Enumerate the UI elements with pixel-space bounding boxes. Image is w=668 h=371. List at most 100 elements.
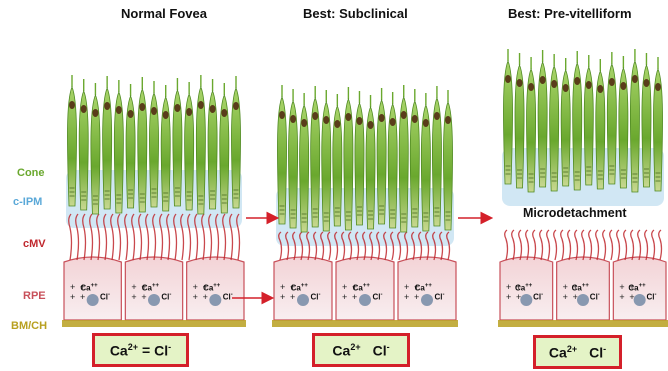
svg-text:+: + <box>506 282 511 292</box>
cone-cell <box>91 83 100 214</box>
cone-cell <box>231 76 240 208</box>
microvillus <box>610 230 613 260</box>
microvillus <box>589 230 592 260</box>
panel-title-subclinical: Best: Subclinical <box>303 6 408 21</box>
svg-text:+: + <box>203 292 208 302</box>
bruch-membrane <box>272 320 458 327</box>
svg-text:+: + <box>80 292 85 302</box>
cone-cell <box>185 82 194 210</box>
svg-text:+: + <box>352 292 357 302</box>
cell-ion-ca: Ca++ <box>415 283 432 293</box>
cell-ion-cl: Cl- <box>372 292 382 302</box>
cell-ion-ca: Ca++ <box>515 283 532 293</box>
microvillus <box>554 230 557 260</box>
microvillus <box>512 230 515 260</box>
cell-ion-cl: Cl- <box>310 292 320 302</box>
ion-eq: = <box>142 342 150 358</box>
svg-text:+: + <box>131 292 136 302</box>
cone-cell <box>173 78 182 206</box>
label-rpe: RPE <box>23 290 46 302</box>
svg-text:+: + <box>290 292 295 302</box>
svg-text:+: + <box>131 282 136 292</box>
microvillus <box>617 230 620 260</box>
cone-cell <box>196 75 205 214</box>
microvillus <box>547 230 550 260</box>
microvillus <box>645 230 648 260</box>
label-cipm: c-IPM <box>13 196 42 208</box>
cone-cell <box>421 93 430 231</box>
cone-cell <box>208 79 217 209</box>
microdetachment-label: Microdetachment <box>521 206 629 220</box>
cone-cell <box>67 75 76 206</box>
microvillus <box>561 230 564 260</box>
cone-cell <box>653 57 662 191</box>
cone-cell <box>515 53 524 188</box>
cone-cell <box>161 85 170 211</box>
ion-ca: Ca2+ <box>110 342 138 359</box>
cone-cell <box>503 49 512 184</box>
cone-cell <box>79 79 88 210</box>
cone-cell <box>399 85 408 232</box>
cell-ion-cl: Cl- <box>590 292 600 302</box>
microvillus <box>505 230 508 260</box>
cone-cell <box>619 56 628 188</box>
cone-cell <box>103 76 112 209</box>
svg-text:+: + <box>141 292 146 302</box>
svg-text:+: + <box>563 292 568 302</box>
rpe-nucleus <box>577 294 589 306</box>
ion-box-previtelliform: Ca2+ Cl- <box>533 335 622 369</box>
ion-cl: Cl- <box>373 342 390 359</box>
cone-cell <box>138 77 147 212</box>
cone-cell <box>573 51 582 190</box>
ion-cl: Cl- <box>154 342 171 359</box>
rpe-nucleus <box>87 294 99 306</box>
microvillus <box>526 230 529 260</box>
microvillus <box>533 230 536 260</box>
svg-text:+: + <box>70 292 75 302</box>
svg-text:+: + <box>280 292 285 302</box>
cell-ion-cl: Cl- <box>223 292 233 302</box>
cone-cell <box>630 49 639 192</box>
cone-cell <box>366 95 375 229</box>
rpe-nucleus <box>297 294 309 306</box>
cell-ion-cl: Cl- <box>533 292 543 302</box>
cone-cell <box>311 86 320 227</box>
bruch-membrane <box>498 320 668 327</box>
cone-cell <box>114 80 123 213</box>
ion-cl: Cl- <box>589 344 606 361</box>
bruch-membrane <box>62 320 246 327</box>
rpe-nucleus <box>209 294 221 306</box>
cone-cell <box>333 94 342 226</box>
cell-ion-ca: Ca++ <box>628 283 645 293</box>
cone-cell <box>538 50 547 187</box>
svg-text:+: + <box>414 292 419 302</box>
ion-ca: Ca2+ <box>549 344 577 361</box>
label-cone: Cone <box>17 167 45 179</box>
panel-title-previtelliform: Best: Pre-vitelliform <box>508 6 632 21</box>
microvillus <box>652 230 655 260</box>
microvillus <box>596 230 599 260</box>
cell-ion-ca: Ca++ <box>142 283 159 293</box>
microvillus <box>519 230 522 260</box>
cone-cell <box>410 89 419 227</box>
microvillus <box>624 230 627 260</box>
ion-box-normal: Ca2+ = Cl- <box>92 333 189 367</box>
cone-cell <box>126 84 135 208</box>
svg-text:+: + <box>506 292 511 302</box>
svg-text:+: + <box>193 282 198 292</box>
cell-ion-cl: Cl- <box>161 292 171 302</box>
svg-text:+: + <box>193 292 198 302</box>
svg-text:+: + <box>629 292 634 302</box>
cone-cell <box>432 86 441 226</box>
svg-text:+: + <box>619 282 624 292</box>
cone-cell <box>388 92 397 228</box>
cone-cell <box>584 55 593 185</box>
svg-text:+: + <box>573 292 578 302</box>
label-bmch: BM/CH <box>11 320 47 332</box>
panel-title-normal: Normal Fovea <box>121 6 207 21</box>
svg-text:+: + <box>516 292 521 302</box>
svg-text:+: + <box>342 282 347 292</box>
cell-ion-cl: Cl- <box>100 292 110 302</box>
cone-cell <box>443 90 452 230</box>
svg-text:+: + <box>70 282 75 292</box>
